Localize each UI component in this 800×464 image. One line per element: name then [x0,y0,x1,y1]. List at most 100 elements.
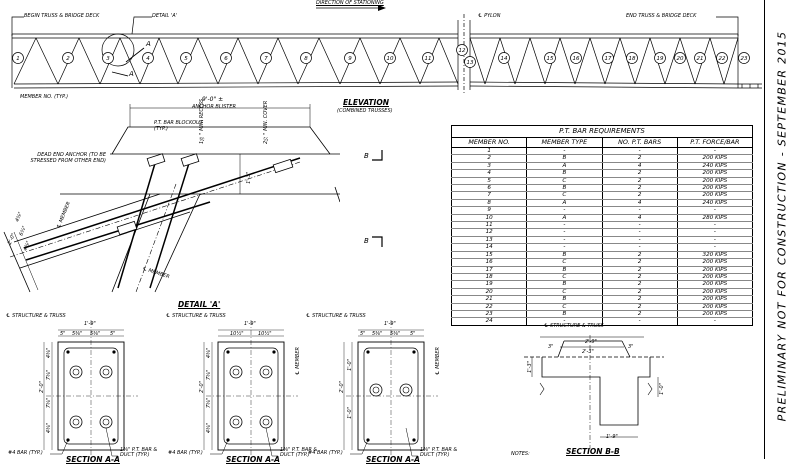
cell-member-no: 1 [450,147,528,156]
member-number-bubble: 2 [62,52,74,64]
section-overall-dim: 1'-9" [244,321,256,327]
cell-member-no: 19 [450,280,528,289]
member-number-text: 13 [467,60,474,66]
member-number-text: 4 [146,56,150,62]
section-height-dim: 7⅝" [206,369,213,381]
cell-pt-force: 200 KIPS [676,273,754,282]
cell-member-type: A [526,199,603,208]
section-height-dim: 4⅜" [206,347,213,359]
cell-member-type: C [526,258,603,267]
cell-member-type: B [526,295,603,304]
cell-member-no: 4 [450,169,528,178]
member-number-text: 22 [719,56,726,62]
cell-pt-force: - [676,221,754,230]
cell-pt-force: - [676,317,754,326]
cell-member-type: - [526,243,603,252]
section-dim: 5⅜" [372,331,383,337]
cell-pt-force: 240 KIPS [676,162,754,171]
member-number-text: 21 [697,56,704,62]
cell-pt-force: 200 KIPS [676,184,754,193]
cell-no-pt-bars: 2 [601,295,678,304]
member-number-bubble: 5 [180,52,192,64]
cell-pt-force: - [676,147,754,156]
cell-member-no: 13 [450,236,528,245]
member-number-text: 7 [264,56,268,62]
section-height-dim: 1'-0" [346,359,353,371]
cell-pt-force: 200 KIPS [676,280,754,289]
cell-no-pt-bars: 2 [601,266,678,274]
member-number-bubble: 11 [422,52,434,64]
section-dim: 5" [60,331,66,337]
cell-member-type: B [526,169,603,178]
cell-member-no: 6 [450,184,528,193]
cell-member-type: - [526,206,603,215]
section-overall-dim: 1'-9" [384,321,396,327]
anchor-blister-label: ANCHOR BLISTER [192,104,236,110]
cell-pt-force: 200 KIPS [676,258,754,267]
section-height-dim: 4⅜" [46,422,53,434]
cell-member-no: 16 [450,258,528,267]
cell-pt-force: 200 KIPS [676,169,754,178]
section-structure-label: ℄ STRUCTURE & TRUSS [166,313,226,319]
member-number-bubble: 18 [626,52,638,64]
section-bar-label: #4 BAR (TYP.) [8,450,43,456]
cell-member-type: B [526,310,603,319]
member-number-text: 15 [547,56,554,62]
member-number-bubble: 12 [456,44,468,56]
section-height-dim: 2'-0" [198,381,205,393]
section-bb-dim-side: 1'-0" [658,383,665,395]
section-height-dim: 7⅝" [206,397,213,409]
section-dim: 10½" [230,331,244,337]
sections-a-a-drawing [43,320,438,459]
member-number-text: 20 [677,56,684,62]
member-number-bubble: 13 [464,56,476,68]
member-number-bubble: 20 [674,52,686,64]
cell-no-pt-bars: 2 [601,251,678,260]
preliminary-status-text: PRELIMINARY NOT FOR CONSTRUCTION - SEPTE… [775,30,789,422]
cell-no-pt-bars: 4 [601,214,678,223]
cell-pt-force: 200 KIPS [676,295,754,304]
section-b-b-drawing [524,335,664,449]
cell-member-no: 21 [450,295,528,304]
member-number-bubble: 10 [384,52,396,64]
pt-bar-requirements-table: P.T. BAR REQUIREMENTS MEMBER NO. MEMBER … [450,125,754,326]
detail-a-callout-label: DETAIL 'A' [152,13,178,19]
cell-member-no: 22 [450,303,528,311]
detail-a-title: DETAIL 'A' [178,300,221,309]
begin-truss-label: BEGIN TRUSS & BRIDGE DECK [24,13,100,19]
cell-no-pt-bars: 2 [601,280,678,289]
section-pt-label: 1⅜" P.T. BAR & DUCT (TYP.) [120,447,158,458]
section-mark-a-bottom: A [129,70,134,78]
section-structure-label: ℄ STRUCTURE & TRUSS [6,313,66,319]
detail-a-dim-top: 9'-0" ± [202,96,224,103]
cell-member-no: 12 [450,228,528,237]
cell-member-type: B [526,266,603,274]
cell-member-no: 18 [450,273,528,282]
section-height-dim: 4⅜" [206,422,213,434]
section-member-label: ℄ MEMBER [294,347,301,375]
cell-pt-force: 240 KIPS [676,199,754,208]
cell-no-pt-bars: 2 [601,273,678,282]
cell-no-pt-bars: - [601,206,678,215]
cell-member-type: C [526,273,603,282]
cell-no-pt-bars: 2 [601,288,678,297]
direction-of-stationing-label: DIRECTION OF STATIONING [316,0,384,6]
member-number-text: 16 [573,56,580,62]
cell-no-pt-bars: 2 [601,310,678,319]
table-header-pt-force: P.T. FORCE/BAR [676,137,754,148]
cell-member-type: - [526,228,603,237]
table-row: 1--- [450,147,754,156]
section-mark-a-top: A [146,40,151,48]
elevation-title: ELEVATION [343,98,389,107]
cell-pt-force: 200 KIPS [676,310,754,319]
section-bb-dim-bottom: 1'-9" [606,434,618,440]
section-b-arrow-bottom-icon [372,236,383,247]
